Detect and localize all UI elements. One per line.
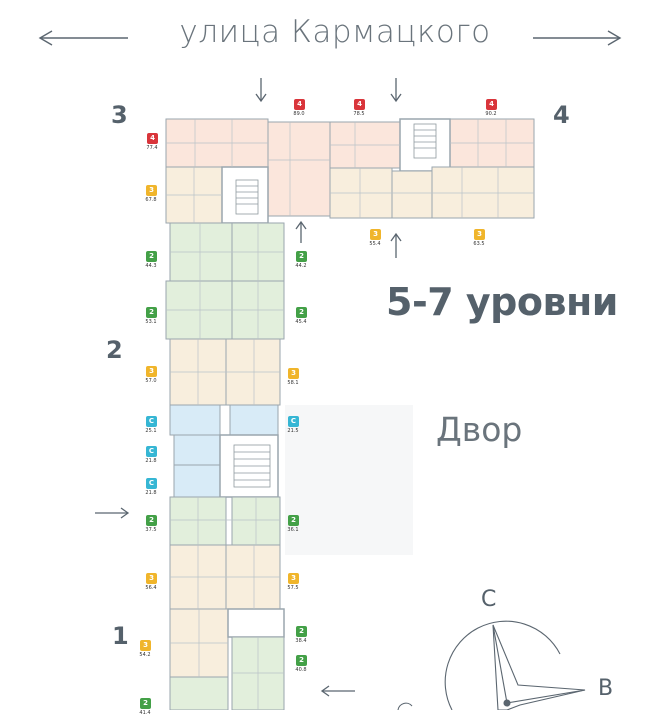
apartment-area-label: 77.4 [146,145,158,151]
apartment-area-label: 67.8 [145,197,157,203]
room-count-badge: 2 [146,307,157,318]
room-count-badge: С [146,416,157,427]
apartment-area-label: 54.2 [139,652,151,658]
entrance-arrow-top-2 [390,78,402,103]
building-top-wing [165,118,535,224]
yard-label: Двор [436,410,523,449]
apartment-area-label: 21.8 [145,490,157,496]
apartment-area-label: 89.0 [293,111,305,117]
apartment-area-label: 40.8 [295,667,307,673]
apartment-area-label: 44.2 [295,263,307,269]
street-arrow-right [533,30,622,46]
apartment-area-label: 55.4 [369,241,381,247]
room-count-badge: 3 [288,573,299,584]
apartment-area-label: 21.5 [287,428,299,434]
building-vertical-wing [165,222,285,710]
entrance-arrow-up-1 [295,220,307,243]
apartment-area-label: 63.5 [473,241,485,247]
room-count-badge: С [288,416,299,427]
room-count-badge: 4 [147,133,158,144]
room-count-badge: 3 [288,368,299,379]
room-count-badge: 2 [296,626,307,637]
room-count-badge: 4 [294,99,305,110]
room-count-badge: 2 [296,251,307,262]
apartment-area-label: 38.4 [295,638,307,644]
apartment-area-label: 78.5 [353,111,365,117]
room-count-badge: 2 [296,655,307,666]
levels-title: 5-7 уровни [386,280,618,324]
room-count-badge: 2 [288,515,299,526]
apartment-area-label: 21.8 [145,458,157,464]
apartment-area-label: 57.5 [287,585,299,591]
room-count-badge: 3 [370,229,381,240]
section-number-4: 4 [553,101,570,129]
compass-icon [397,620,586,710]
room-count-badge: 3 [146,366,157,377]
apartment-area-label: 45.4 [295,319,307,325]
apartment-area-label: 25.1 [145,428,157,434]
courtyard-area [285,405,413,555]
section-number-3: 3 [111,101,128,129]
apartment-area-label: 37.5 [145,527,157,533]
apartment-area-label: 41.4 [139,710,151,716]
room-count-badge: 3 [146,573,157,584]
room-count-badge: 4 [354,99,365,110]
room-divisions [166,119,534,710]
street-name: улица Кармацкого [179,14,491,50]
entrance-arrow-left-in [95,507,130,519]
apartment-area-label: 57.0 [145,378,157,384]
room-count-badge: 2 [146,515,157,526]
room-count-badge: 3 [140,640,151,651]
street-arrow-left [38,30,128,46]
section-number-2: 2 [106,336,123,364]
apartment-area-label: 90.2 [485,111,497,117]
entrance-arrow-bottom-right [320,685,355,697]
apartment-area-label: 36.1 [287,527,299,533]
apartment-area-label: 58.1 [287,380,299,386]
compass-north-label: С [481,587,497,612]
entrance-arrow-top-1 [255,78,267,103]
apartment-area-label: 53.1 [145,319,157,325]
room-count-badge: 2 [146,251,157,262]
room-count-badge: 2 [296,307,307,318]
compass-east-label: В [598,676,614,701]
entrance-arrow-up-2 [390,232,402,258]
room-count-badge: 4 [486,99,497,110]
room-count-badge: С [146,446,157,457]
apartment-area-label: 44.3 [145,263,157,269]
room-count-badge: 2 [140,698,151,709]
room-count-badge: 3 [146,185,157,196]
section-number-1: 1 [112,622,129,650]
stairwell-icon [233,123,437,488]
apartment-area-label: 56.4 [145,585,157,591]
room-count-badge: С [146,478,157,489]
room-count-badge: 3 [474,229,485,240]
